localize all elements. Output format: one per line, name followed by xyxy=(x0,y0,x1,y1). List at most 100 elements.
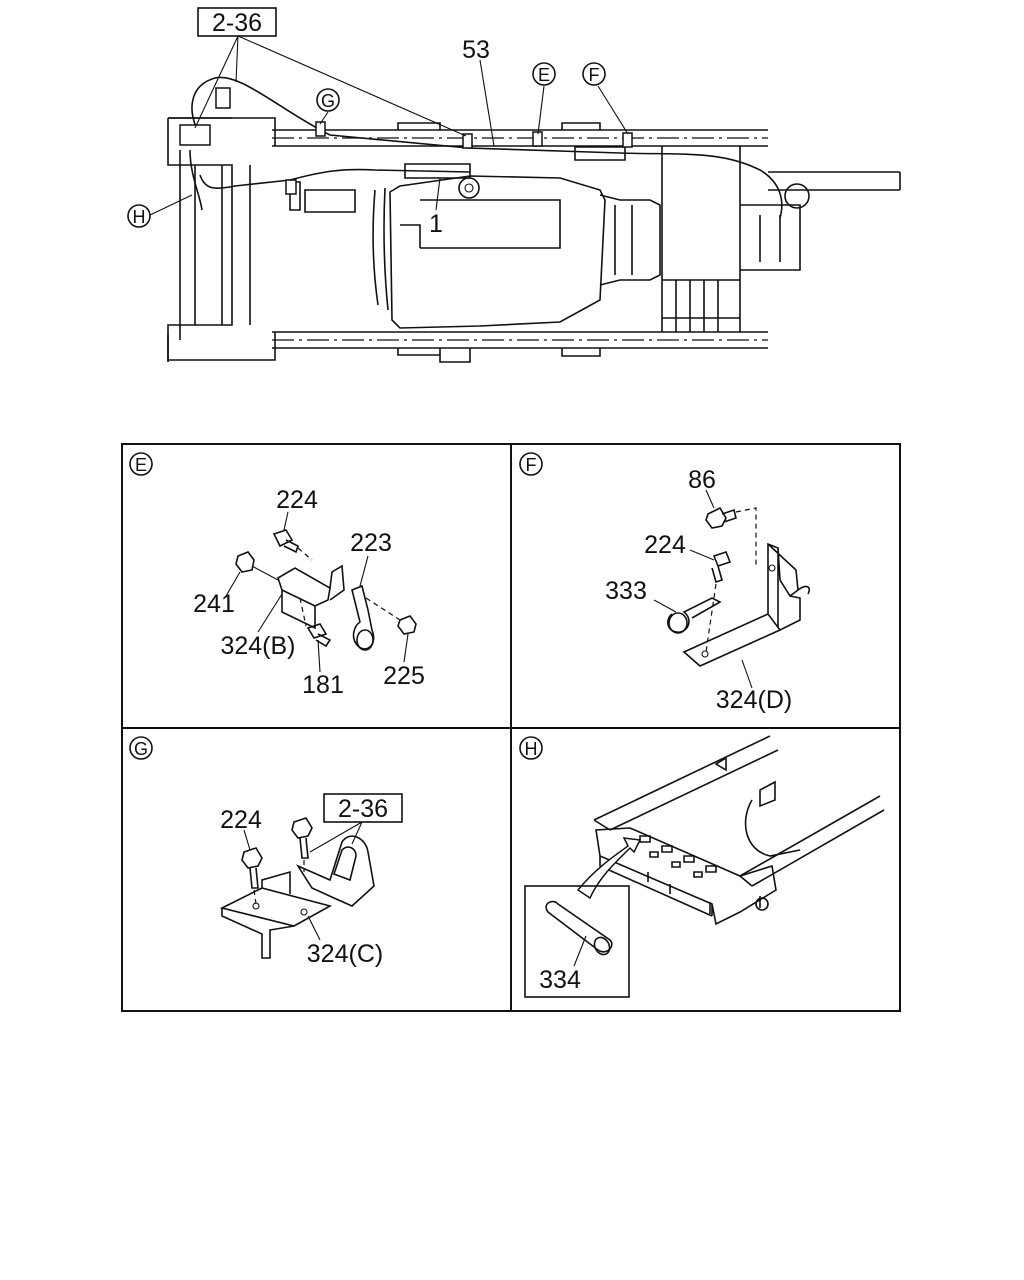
bracket-upper xyxy=(215,87,231,109)
view-callout-g[interactable] xyxy=(316,88,340,112)
left-frame-end xyxy=(167,150,181,362)
leader-f xyxy=(597,85,629,135)
part-label-181: 181 xyxy=(302,671,344,699)
h-frame-rail-left xyxy=(593,735,779,831)
leader-g xyxy=(319,111,329,125)
h-hanger xyxy=(744,799,801,857)
panel-h-badge xyxy=(519,736,543,760)
bolt-224-g xyxy=(241,847,263,889)
cable-53-lower xyxy=(199,168,471,190)
bracket-324d-tab xyxy=(797,585,811,595)
nut-241-leader-line xyxy=(251,565,279,581)
leader-e xyxy=(537,85,545,135)
bracket-324b xyxy=(277,564,345,630)
panel-e: E 224 223 241 324(B) 181 225 xyxy=(129,452,425,699)
bracket-324c-hole xyxy=(252,902,260,910)
bolt-86 xyxy=(705,506,737,529)
leader-53 xyxy=(479,59,495,147)
panel-f-letter: F xyxy=(526,455,537,475)
right-crossmember xyxy=(661,146,741,332)
bolt-224-e xyxy=(272,529,299,554)
clip-marker-ref xyxy=(179,124,211,146)
clip-223-loop xyxy=(356,629,374,651)
h-callout-arrow xyxy=(576,837,642,900)
bolt-224-e-axis xyxy=(297,547,313,561)
panel-f-badge xyxy=(519,452,543,476)
leader-181 xyxy=(317,639,321,673)
rear-joint xyxy=(740,204,801,271)
bolt-181 xyxy=(306,623,332,648)
bracket-324c-hole-2 xyxy=(300,908,308,916)
part-label-223: 223 xyxy=(350,529,392,557)
leader-241 xyxy=(225,571,241,597)
view-callout-e[interactable] xyxy=(532,62,556,86)
view-callout-f-letter: F xyxy=(589,65,600,85)
leader-2-36 xyxy=(194,35,467,137)
clip-333-loop xyxy=(668,612,688,634)
clip-223 xyxy=(351,584,375,650)
bolt-224-g-axis xyxy=(253,889,257,905)
transmission-flange xyxy=(372,187,389,311)
view-callout-f[interactable] xyxy=(582,62,606,86)
part-label-86: 86 xyxy=(688,466,716,494)
h-rail-bracket xyxy=(714,756,776,808)
part-label-1: 1 xyxy=(429,210,443,238)
bolt-2-36 xyxy=(291,817,313,859)
leader-333 xyxy=(653,599,677,613)
output-housing xyxy=(599,194,661,286)
clip-223-axis xyxy=(365,597,401,621)
leader-224-f xyxy=(689,549,715,561)
h-crossmember-holes xyxy=(639,835,717,878)
bolt-181-axis xyxy=(299,597,307,627)
clip-333 xyxy=(667,597,722,633)
view-callout-h-letter: H xyxy=(133,207,146,227)
leader-334 xyxy=(573,935,587,967)
bracket-324c xyxy=(219,870,333,959)
leader-223 xyxy=(359,555,369,587)
bolt-224-f-axis xyxy=(705,583,717,653)
cable-drop-h xyxy=(189,149,203,211)
bolt-86-axis xyxy=(735,507,757,566)
view-callout-g-letter: G xyxy=(321,91,335,111)
frame-rail-lower xyxy=(272,331,768,349)
clip-marker-1 xyxy=(462,133,473,149)
clip-marker-left xyxy=(285,179,297,195)
part-label-225: 225 xyxy=(383,662,425,690)
gland-fitting xyxy=(458,177,480,199)
h-lower-tabs xyxy=(647,872,761,914)
transmission-inner-box xyxy=(400,199,561,249)
grommet-334-end xyxy=(593,936,611,956)
cable-53 xyxy=(191,76,783,219)
bracket-324d-hole-lower xyxy=(701,650,709,658)
part-label-324d: 324(D) xyxy=(716,686,792,714)
part-label-333: 333 xyxy=(605,577,647,605)
bracket-324d xyxy=(682,542,801,667)
nut-225 xyxy=(397,615,417,635)
ref-label-2-36: 2-36 xyxy=(212,9,262,37)
h-crossmember xyxy=(595,827,777,926)
clip-marker-g xyxy=(315,121,326,137)
left-bracket-block xyxy=(289,181,356,213)
h-inset-box xyxy=(524,885,630,998)
clip-marker-e xyxy=(532,131,543,147)
grommet-334 xyxy=(545,900,613,953)
ref-label-2-36-g: 2-36 xyxy=(338,795,388,823)
bolt-224-f xyxy=(711,551,732,584)
panel-g: G 224 2-36 324(C) xyxy=(129,736,403,968)
part-label-224-e: 224 xyxy=(276,486,318,514)
view-callout-e-letter: E xyxy=(538,65,550,85)
rear-round-fitting xyxy=(784,183,810,209)
cable-sleeve xyxy=(404,146,626,179)
part-label-324b: 324(B) xyxy=(220,632,295,660)
h-frame-rail-right xyxy=(739,795,885,887)
propeller-shaft xyxy=(768,171,901,191)
ref-box-2-36 xyxy=(197,7,277,37)
leader-324b xyxy=(257,593,283,633)
part-label-224-f: 224 xyxy=(644,531,686,559)
part-label-334: 334 xyxy=(539,966,581,994)
chassis-overview: 2-36 53 1 E F G H xyxy=(127,7,901,363)
ref-box-2-36-g xyxy=(323,793,403,823)
panel-e-letter: E xyxy=(135,455,147,475)
view-callout-h[interactable] xyxy=(127,204,151,228)
part-label-53: 53 xyxy=(462,36,490,64)
